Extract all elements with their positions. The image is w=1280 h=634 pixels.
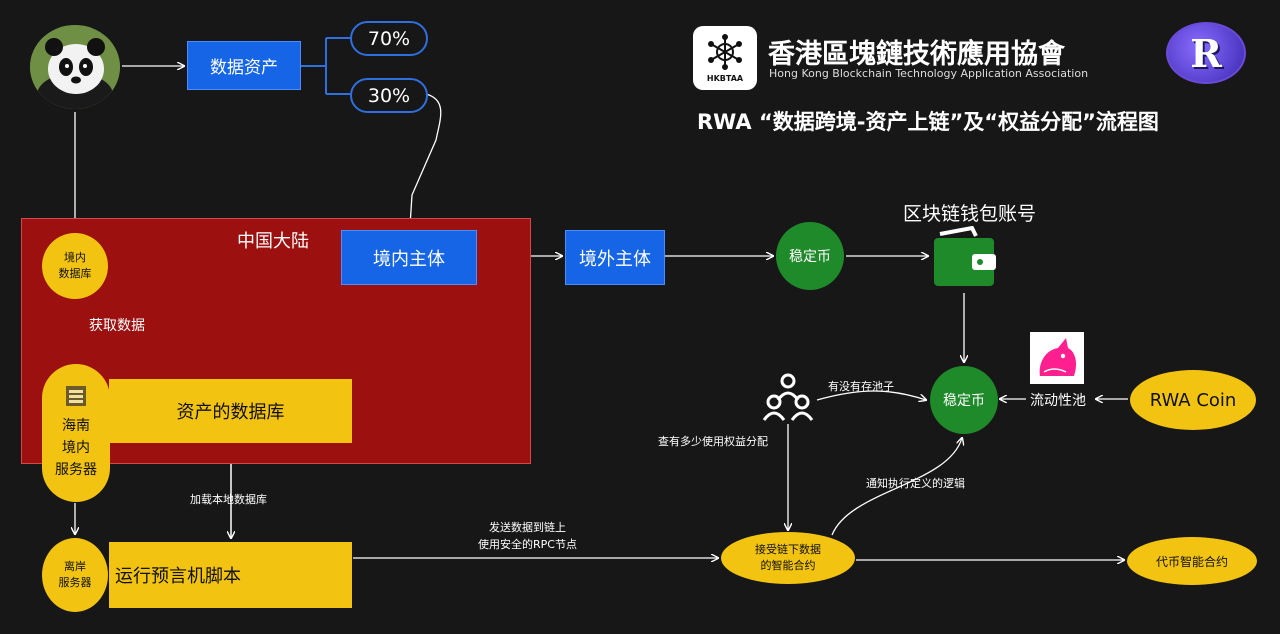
send-data-label-1: 发送数据到链上 — [489, 521, 566, 534]
rwa-coin-node: RWA Coin — [1130, 370, 1256, 430]
domestic-db-label: 境内 数据库 — [58, 251, 92, 280]
data-asset-box: 数据资产 — [187, 41, 301, 90]
contract-node: 接受链下数据 的智能合约 — [721, 532, 855, 584]
r-badge-letter: R — [1190, 30, 1222, 76]
unicorn-icon-svg — [1039, 338, 1076, 376]
load-local-db-label: 加载本地数据库 — [190, 493, 267, 506]
domestic-db-node: 境内 数据库 — [42, 233, 108, 299]
stablecoin-mid-node: 稳定币 — [930, 366, 998, 434]
stablecoin-top-label: 稳定币 — [789, 249, 831, 265]
panda-icon — [30, 25, 120, 109]
oracle-script-label: 运行预言机脚本 — [115, 566, 241, 587]
asset-db-box: 资产的数据库 — [109, 379, 352, 443]
token-contract-label: 代币智能合约 — [1155, 554, 1228, 569]
offshore-server-node: 离岸 服务器 — [42, 538, 108, 612]
pct-30-label: 30% — [367, 84, 411, 107]
pct-70-label: 70% — [367, 27, 411, 50]
notify-logic-label: 通知执行定义的逻辑 — [866, 477, 965, 490]
rwa-coin-label: RWA Coin — [1149, 389, 1237, 411]
pool-question-label: 有没有存池子 — [828, 380, 894, 393]
page-title: RWA “数据跨境-资产上链”及“权益分配”流程图 — [697, 110, 1159, 134]
overseas-entity-box: 境外主体 — [565, 230, 665, 285]
fetch-data-label: 获取数据 — [89, 318, 145, 334]
asset-db-label: 资产的数据库 — [176, 402, 285, 423]
association-logo: HKBTAA — [693, 26, 757, 90]
stablecoin-top-node: 稳定币 — [776, 222, 844, 290]
token-contract-node: 代币智能合约 — [1127, 537, 1257, 585]
data-asset-label: 数据资产 — [210, 58, 278, 78]
offshore-server-label: 离岸 服务器 — [58, 560, 92, 589]
logo-text: HKBTAA — [706, 73, 744, 83]
pct-70-pill: 70% — [350, 21, 428, 56]
uniswap-unicorn-icon — [1030, 332, 1084, 384]
people-icon-svg — [762, 373, 814, 421]
hainan-server-node: 海南 境内 服务器 — [42, 364, 110, 502]
mainland-label: 中国大陆 — [237, 231, 309, 252]
hainan-server-label: 海南 境内 服务器 — [55, 418, 97, 478]
pct-30-pill: 30% — [350, 78, 428, 113]
org-name-en: Hong Kong Blockchain Technology Applicat… — [769, 67, 1089, 80]
oracle-script-box: 运行预言机脚本 — [109, 542, 352, 608]
org-name-cn: 香港區塊鏈技術應用協會 — [768, 39, 1065, 70]
contract-label: 接受链下数据 的智能合约 — [755, 543, 821, 572]
send-data-label-2: 使用安全的RPC节点 — [478, 538, 577, 551]
liquidity-pool-label: 流动性池 — [1030, 393, 1086, 409]
people-icon — [762, 372, 814, 422]
server-icon — [66, 386, 86, 406]
domestic-entity-box: 境内主体 — [341, 230, 477, 285]
overseas-entity-label: 境外主体 — [579, 248, 651, 270]
stablecoin-mid-label: 稳定币 — [943, 393, 985, 409]
hkbtaa-logo-icon — [708, 33, 742, 70]
wallet-title: 区块链钱包账号 — [903, 203, 1037, 225]
domestic-entity-label: 境内主体 — [373, 248, 445, 270]
r-badge-logo: R — [1166, 22, 1246, 84]
wallet-icon — [932, 225, 996, 288]
wallet-icon-svg — [934, 225, 996, 286]
panda-avatar — [30, 25, 120, 109]
check-rights-label: 查有多少使用权益分配 — [658, 435, 768, 448]
